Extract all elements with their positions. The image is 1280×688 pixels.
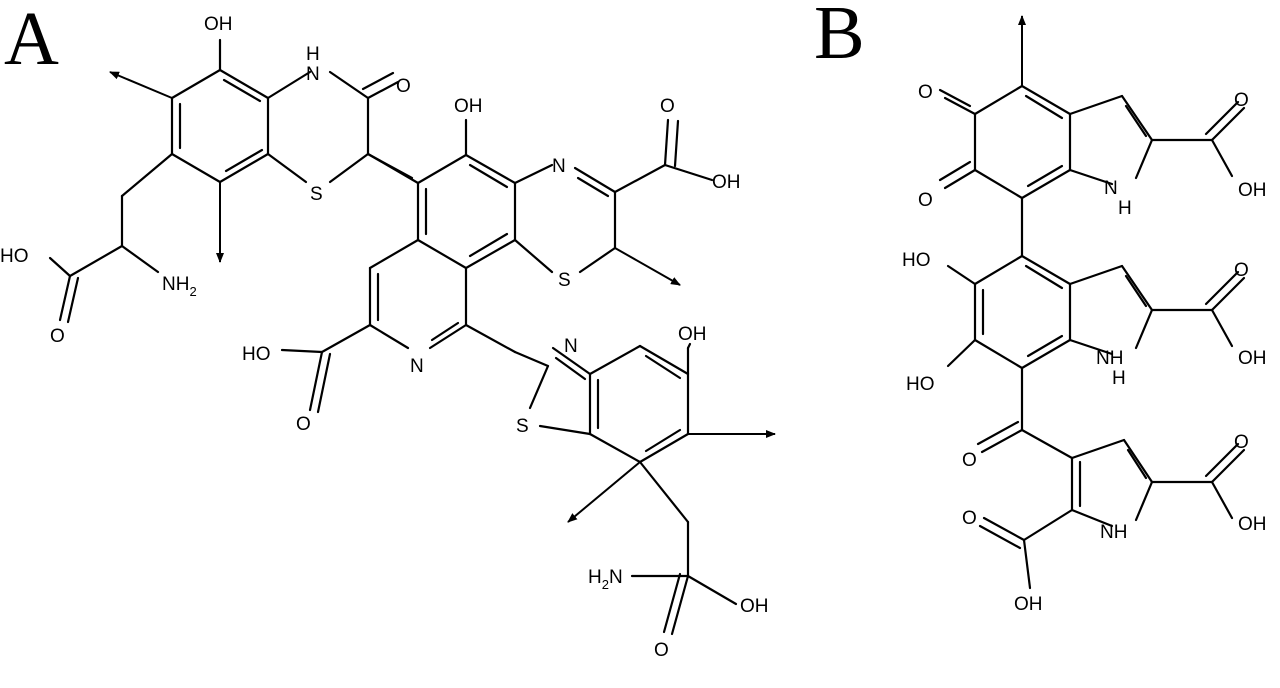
atom-labels-b: O O O N H OH HO HO O NH H OH O O NH OH O… bbox=[902, 82, 1267, 615]
ring-dihydroxyindole bbox=[946, 254, 1246, 460]
label-n-b1: N bbox=[1104, 178, 1118, 199]
ring-benzene-bottom bbox=[567, 342, 776, 636]
ring-thiazole bbox=[513, 346, 592, 436]
label-o-a3: O bbox=[660, 96, 675, 117]
label-ho-a2: HO bbox=[242, 344, 271, 365]
label-oh-b2: OH bbox=[1238, 348, 1267, 369]
label-s-a3: S bbox=[516, 416, 529, 437]
bond-link-core bbox=[366, 152, 420, 185]
label-ho-b2: HO bbox=[906, 374, 935, 395]
label-o-b3: O bbox=[1234, 90, 1249, 111]
ring-core-upper bbox=[416, 118, 517, 270]
label-o-b1: O bbox=[918, 82, 933, 103]
label-oh-a3: OH bbox=[712, 172, 741, 193]
label-o-a5: O bbox=[654, 640, 669, 661]
label-n-a3: N bbox=[410, 356, 424, 377]
label-ho-b1: HO bbox=[902, 250, 931, 271]
panel-label-a: A bbox=[4, 0, 59, 81]
label-nh2-a1: NH2 bbox=[162, 274, 197, 299]
ring-thiazinone bbox=[266, 70, 414, 184]
label-n-a2: N bbox=[552, 156, 566, 177]
label-n-a1: N bbox=[306, 64, 320, 85]
label-o-b2: O bbox=[918, 190, 933, 211]
label-oh-a2: OH bbox=[454, 96, 483, 117]
label-oh-a5: OH bbox=[740, 596, 769, 617]
label-h2n-a1: H2N bbox=[588, 567, 623, 592]
ring-thiazine-right bbox=[513, 118, 714, 286]
label-o-b7: O bbox=[962, 508, 977, 529]
substituents-top-left bbox=[48, 38, 224, 324]
label-o-b5: O bbox=[962, 450, 977, 471]
label-oh-b3: OH bbox=[1238, 514, 1267, 535]
label-n-a4: N bbox=[564, 336, 578, 357]
panel-b-structure: B bbox=[814, 0, 1267, 615]
atom-labels-a: OH H N O S HO NH2 O OH N O OH S HO N O N… bbox=[0, 14, 769, 661]
label-nh-b2: NH bbox=[1096, 348, 1123, 369]
label-oh-b1: OH bbox=[1238, 180, 1267, 201]
label-h-a1: H bbox=[306, 44, 320, 65]
label-h-b2: H bbox=[1112, 368, 1126, 389]
ring-indolequinone bbox=[938, 15, 1246, 258]
label-h-b1: H bbox=[1118, 198, 1132, 219]
label-nh-b3: NH bbox=[1100, 522, 1127, 543]
label-ho-a1: HO bbox=[0, 246, 29, 267]
label-o-b4: O bbox=[1234, 260, 1249, 281]
label-oh-b4: OH bbox=[1014, 594, 1043, 615]
label-s-a1: S bbox=[310, 184, 323, 205]
ring-pyrrole bbox=[978, 438, 1246, 590]
label-oh-a4: OH bbox=[678, 324, 707, 345]
label-o-a1: O bbox=[396, 76, 411, 97]
label-s-a2: S bbox=[558, 270, 571, 291]
label-oh-a1: OH bbox=[204, 14, 233, 35]
panel-a-structure: A bbox=[0, 0, 776, 661]
ring-pyridine bbox=[280, 238, 517, 414]
panel-label-b: B bbox=[814, 0, 865, 75]
label-o-b6: O bbox=[1234, 432, 1249, 453]
ring-benzene-top-left bbox=[170, 68, 270, 184]
label-o-a2: O bbox=[50, 326, 65, 347]
label-o-a4: O bbox=[296, 414, 311, 435]
